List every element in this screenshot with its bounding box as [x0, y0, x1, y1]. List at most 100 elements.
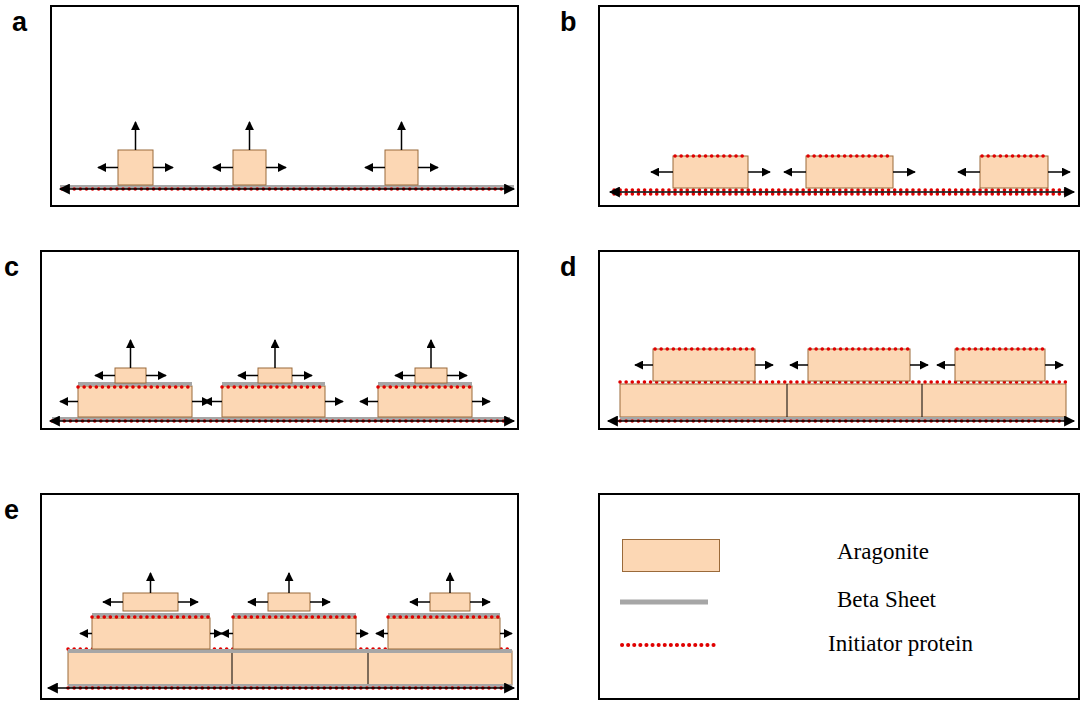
growth-arrow	[470, 601, 490, 603]
panel-frame: a	[50, 5, 519, 207]
substrate-arrow	[608, 420, 1074, 422]
initiator-protein	[222, 385, 325, 389]
growth-arrow	[376, 633, 388, 635]
growth-arrow	[401, 122, 403, 150]
growth-arrow	[356, 633, 368, 635]
growth-arrow	[288, 573, 290, 593]
growth-arrow	[430, 340, 432, 368]
initiator-protein	[957, 347, 1043, 351]
growth-arrow	[150, 573, 152, 593]
growth-arrow	[310, 601, 330, 603]
growth-arrow	[274, 340, 276, 368]
growth-arrow	[651, 171, 673, 173]
growth-arrow	[103, 601, 123, 603]
aragonite-tablet	[955, 349, 1045, 381]
aragonite-tablet	[378, 386, 472, 417]
legend-swatch	[622, 539, 720, 572]
beta-sheet	[68, 649, 512, 653]
growth-arrow	[893, 171, 915, 173]
aragonite-tablet	[385, 150, 418, 185]
initiator-protein	[614, 192, 1070, 196]
tablet-boundary	[922, 384, 923, 417]
initiator-protein	[614, 188, 1070, 192]
aragonite-tablet	[268, 593, 310, 611]
tablet-boundary	[787, 384, 788, 417]
substrate-arrow	[610, 191, 1074, 193]
growth-arrow	[755, 364, 773, 366]
aragonite-tablet	[233, 150, 266, 185]
panel-letter: c	[4, 252, 19, 283]
initiator-protein	[655, 347, 753, 351]
aragonite-tablet	[620, 384, 1066, 417]
initiator-protein	[675, 154, 746, 158]
aragonite-tablet	[430, 593, 470, 611]
legend-text: Beta Sheet	[837, 587, 936, 613]
panel-frame: b	[598, 5, 1080, 207]
aragonite-tablet	[118, 150, 153, 185]
growth-arrow	[238, 375, 258, 377]
aragonite-tablet	[415, 368, 447, 383]
growth-arrow	[95, 375, 115, 377]
aragonite-tablet	[980, 156, 1048, 188]
beta-sheet	[388, 613, 500, 617]
initiator-protein	[388, 615, 500, 619]
growth-arrow	[447, 375, 467, 377]
growth-arrow	[210, 633, 222, 635]
substrate-arrow	[60, 188, 514, 190]
growth-arrow	[472, 401, 490, 403]
initiator-protein	[233, 615, 356, 619]
legend-text: Aragonite	[837, 539, 929, 565]
tablet-boundary	[232, 651, 233, 685]
panel-frame: d	[598, 250, 1080, 430]
growth-arrow	[360, 401, 378, 403]
panel-letter: b	[560, 7, 577, 38]
growth-arrow	[748, 171, 770, 173]
panel-letter: d	[560, 252, 577, 283]
aragonite-tablet	[258, 368, 292, 383]
aragonite-tablet	[68, 651, 512, 685]
beta-sheet	[233, 613, 356, 617]
growth-arrow	[790, 364, 808, 366]
growth-arrow	[325, 401, 343, 403]
legend-box: AragoniteBeta SheetInitiator protein	[598, 493, 1080, 700]
initiator-protein	[808, 154, 891, 158]
panel-letter: e	[4, 495, 19, 526]
initiator-protein	[92, 615, 210, 619]
growth-arrow	[135, 122, 137, 150]
beta-sheet	[60, 185, 514, 189]
initiator-protein	[78, 385, 192, 389]
initiator-protein-sample	[622, 643, 714, 647]
aragonite-tablet	[222, 386, 325, 417]
growth-arrow	[784, 171, 806, 173]
growth-arrow	[153, 167, 173, 169]
growth-arrow	[80, 633, 92, 635]
aragonite-tablet	[115, 368, 146, 383]
beta-sheet	[92, 613, 210, 617]
growth-arrow	[146, 375, 166, 377]
growth-arrow	[248, 601, 268, 603]
aragonite-tablet	[808, 349, 910, 381]
panel-frame: e	[40, 493, 519, 700]
growth-arrow	[1045, 364, 1063, 366]
growth-arrow	[418, 167, 438, 169]
growth-arrow	[178, 601, 198, 603]
aragonite-tablet	[653, 349, 755, 381]
aragonite-tablet	[233, 618, 356, 649]
growth-arrow	[249, 122, 251, 150]
initiator-protein	[378, 385, 472, 389]
growth-arrow	[221, 633, 233, 635]
growth-arrow	[213, 167, 233, 169]
aragonite-tablet	[92, 618, 210, 649]
legend-text: Initiator protein	[828, 631, 973, 657]
initiator-protein	[810, 347, 908, 351]
aragonite-tablet	[123, 593, 178, 611]
aragonite-tablet	[673, 156, 748, 188]
growth-arrow	[395, 375, 415, 377]
panel-letter: a	[12, 7, 27, 38]
growth-arrow	[292, 375, 312, 377]
growth-arrow	[1048, 171, 1070, 173]
aragonite-tablet	[78, 386, 192, 417]
substrate-arrow	[48, 687, 514, 689]
growth-arrow	[635, 364, 653, 366]
beta-sheet-sample	[620, 600, 708, 605]
